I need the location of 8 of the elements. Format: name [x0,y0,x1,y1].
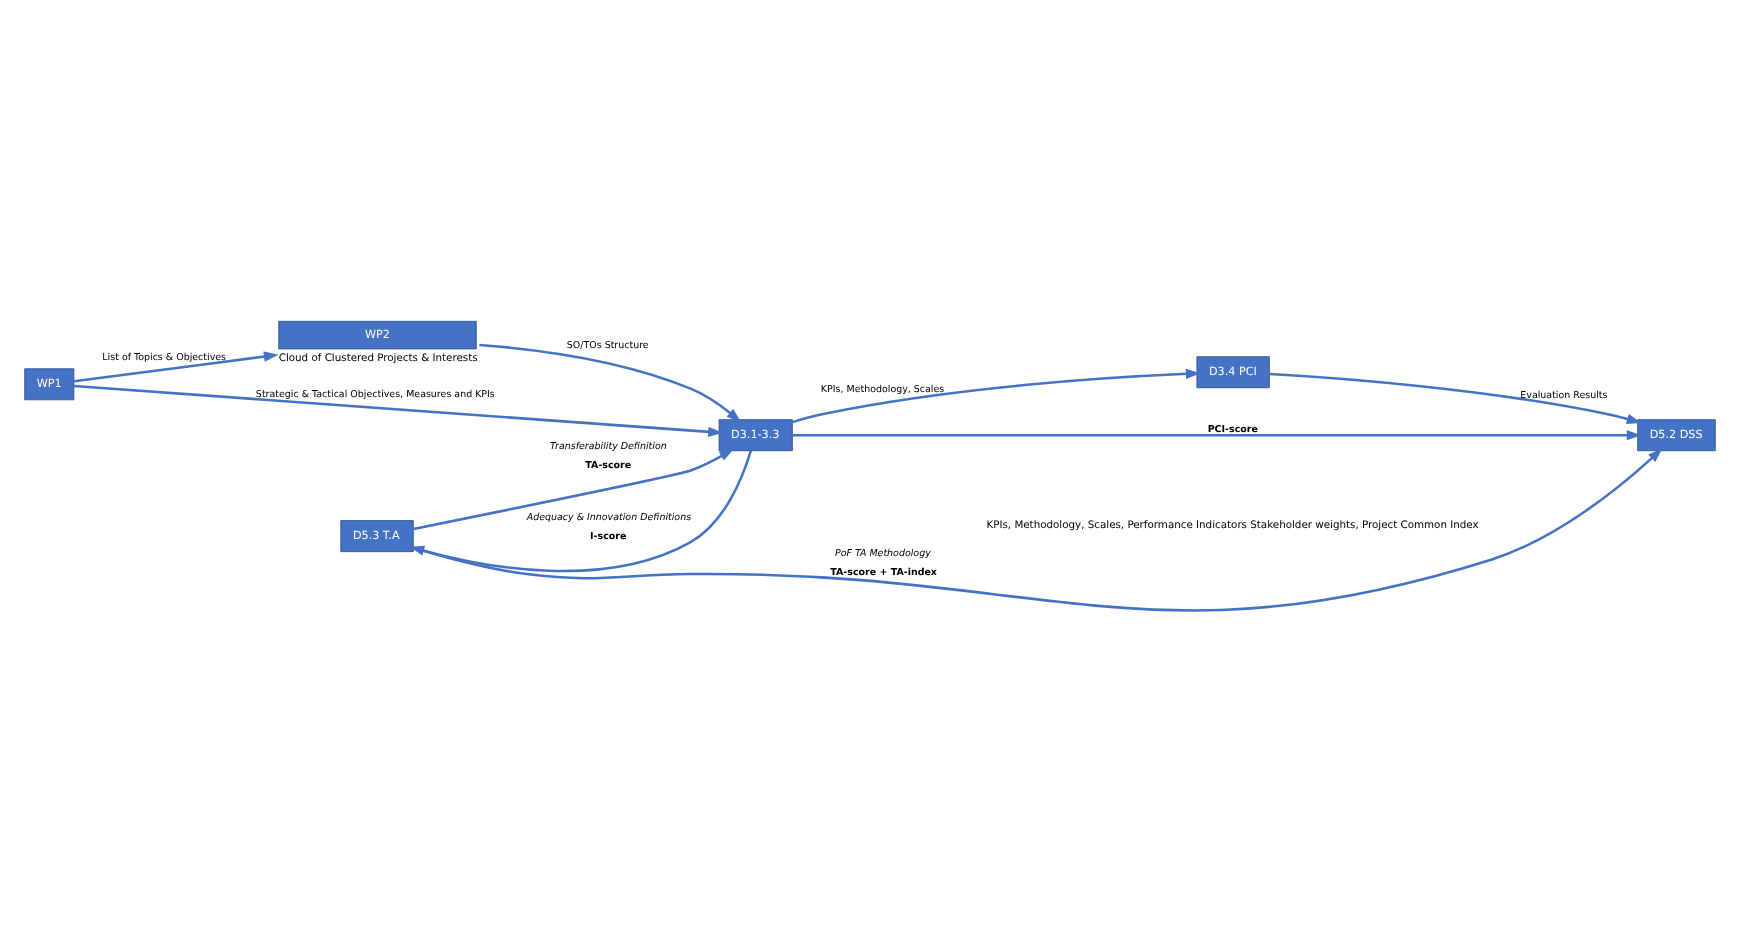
arrow [413,448,1663,612]
arrow [479,343,742,423]
arrow [1269,372,1642,424]
arrow [73,351,279,383]
arrow [73,384,723,437]
arrow [792,430,1642,441]
arrow [792,368,1201,424]
arrow [413,448,735,531]
